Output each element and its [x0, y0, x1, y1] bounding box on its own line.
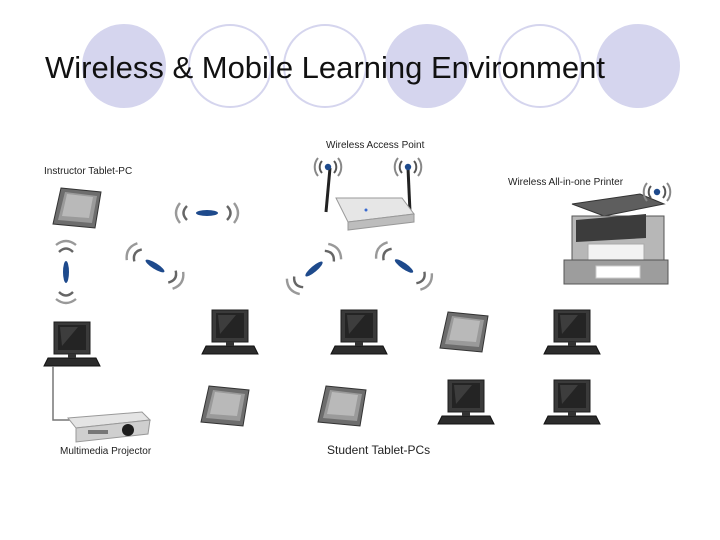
wireless-signal-icon [54, 239, 78, 305]
slide-title: Wireless & Mobile Learning Environment [45, 50, 605, 85]
projector-cable [52, 366, 70, 421]
decor-circle [498, 24, 582, 108]
printer-label: Wireless All-in-one Printer [508, 177, 624, 188]
student-laptop-icon [201, 309, 259, 355]
wireless-signal-icon [282, 240, 346, 298]
decor-circle [283, 24, 367, 108]
student-tablet-icon [439, 311, 489, 353]
student-tablet-icon [200, 385, 250, 427]
instructor-label: Instructor Tablet-PC [44, 166, 133, 177]
projector-label: Multimedia Projector [60, 446, 152, 457]
access-point-device [324, 167, 415, 231]
access-point-label: Wireless Access Point [326, 140, 425, 151]
decor-circle [82, 24, 166, 108]
decor-circle [596, 24, 680, 108]
student-laptop-icon [437, 379, 495, 425]
instructor-tablet-icon [52, 187, 102, 229]
wireless-signal-icon [122, 239, 188, 293]
student-tablet-icon [317, 385, 367, 427]
decor-circle [385, 24, 469, 108]
wireless-signal-icon [371, 238, 437, 294]
projector-device [67, 411, 152, 443]
instructor-laptop-icon [43, 321, 101, 367]
student-laptop-icon [330, 309, 388, 355]
access-point-signal-icon [313, 157, 343, 177]
student-laptop-icon [543, 379, 601, 425]
printer-device [563, 193, 669, 285]
decor-circle [188, 24, 272, 108]
student-laptop-icon [543, 309, 601, 355]
wireless-signal-icon [174, 201, 240, 225]
students-label: Student Tablet-PCs [327, 443, 431, 457]
